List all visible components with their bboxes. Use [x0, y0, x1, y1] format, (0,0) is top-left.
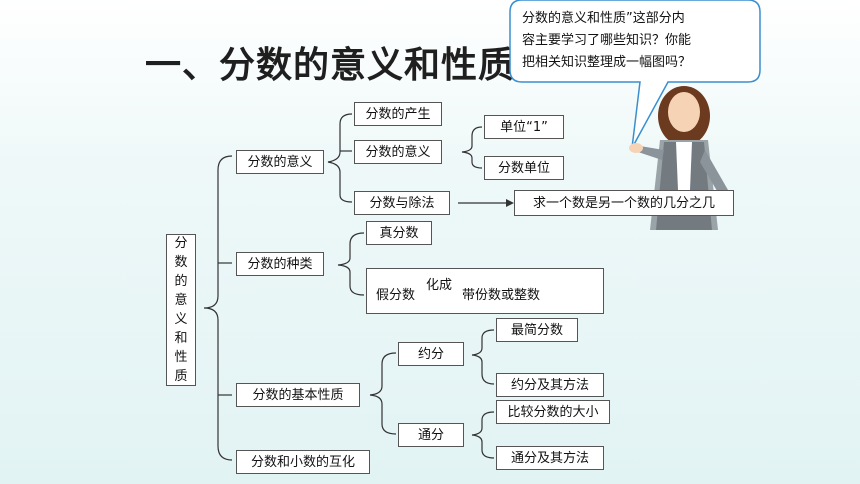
brace-common: [471, 411, 495, 459]
bubble-line: 容主要学习了哪些知识？你能: [522, 33, 692, 48]
brace-meaning: [327, 113, 353, 203]
node-division: 分数与除法: [354, 191, 450, 215]
page-title: 一、分数的意义和性质: [145, 45, 516, 86]
root-char: 数: [174, 255, 188, 270]
node-meaning: 分数的意义: [236, 150, 324, 174]
node-compare: 比较分数的大小: [496, 400, 610, 424]
label-improper: 假分数: [376, 288, 416, 303]
node-reduce: 约分: [398, 342, 464, 366]
brace-kinds: [337, 232, 365, 296]
brace-basic: [369, 352, 397, 435]
node-common-method: 通分及其方法: [496, 446, 604, 470]
node-basic-property: 分数的基本性质: [236, 383, 360, 407]
node-unit-one: 单位“1”: [484, 115, 564, 139]
root-char: 义: [174, 312, 188, 327]
brace-unit: [461, 126, 483, 169]
bubble-line: 把相关知识整理成一幅图吗？: [522, 55, 692, 70]
bubble-line: 分数的意义和性质”这部分内: [522, 11, 685, 26]
node-kinds: 分数的种类: [236, 252, 324, 276]
speech-bubble-text: 分数的意义和性质”这部分内 容主要学习了哪些知识？你能 把相关知识整理成一幅图吗…: [522, 8, 754, 74]
node-division-result: 求一个数是另一个数的几分之几: [514, 190, 734, 216]
root-char: 意: [174, 293, 188, 308]
node-reduce-method: 约分及其方法: [496, 373, 604, 397]
label-mixed-or-integer: 带份数或整数: [462, 288, 541, 303]
root-node: 分 数 的 意 义 和 性 质: [166, 234, 196, 386]
node-common-denominator: 通分: [398, 423, 464, 447]
speech-bubble-shape: [509, 0, 761, 149]
root-char: 和: [174, 331, 188, 346]
node-proper: 真分数: [366, 221, 432, 245]
root-char: 质: [174, 369, 188, 384]
brace-reduce: [471, 329, 495, 385]
node-fraction-unit: 分数单位: [484, 156, 564, 180]
node-simplest: 最简分数: [496, 318, 578, 342]
node-decimal-conversion: 分数和小数的互化: [236, 450, 370, 474]
root-char: 性: [174, 350, 188, 365]
brace-root: [203, 155, 233, 461]
node-improper-group: [366, 268, 604, 314]
node-origin: 分数的产生: [354, 102, 442, 126]
root-char: 分: [174, 236, 188, 251]
label-convert: 化成: [426, 278, 453, 293]
root-char: 的: [174, 274, 188, 289]
node-meaning-sub: 分数的意义: [354, 140, 442, 164]
